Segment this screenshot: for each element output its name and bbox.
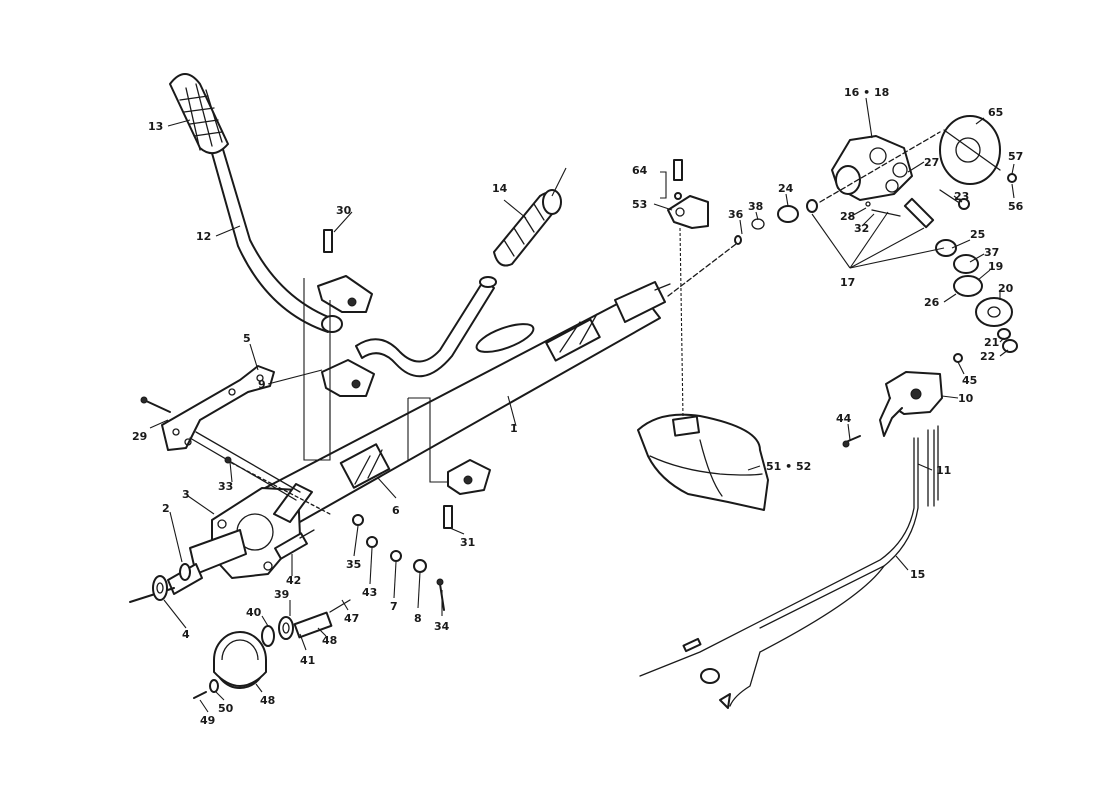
callout-26: 26 (924, 296, 940, 309)
callout-48-upper: 48 (322, 634, 337, 647)
handle-bar-right (355, 276, 497, 378)
blade-hardware (193, 599, 351, 699)
throttle-screw (842, 435, 861, 448)
callout-6: 6 (392, 504, 400, 517)
drive-shaft-parts (865, 197, 1018, 353)
handle-clamp-upper (317, 229, 373, 313)
callout-40: 40 (246, 606, 262, 619)
callout-1: 1 (510, 422, 518, 435)
engine-assembly (831, 135, 913, 201)
callout-56: 56 (1008, 200, 1024, 213)
callout-38: 38 (748, 200, 763, 213)
callout-leaders (149, 97, 1015, 713)
handle-clamp-lower (321, 359, 375, 397)
throttle-cable (639, 425, 939, 709)
callout-12: 12 (196, 230, 211, 243)
callout-65: 65 (988, 106, 1003, 119)
callout-53: 53 (632, 198, 647, 211)
callout-29: 29 (132, 430, 147, 443)
callout-10: 10 (958, 392, 974, 405)
callout-31: 31 (460, 536, 475, 549)
callout-19: 19 (988, 260, 1003, 273)
callout-8: 8 (414, 612, 422, 625)
callout-30: 30 (336, 204, 352, 217)
callout-34: 34 (434, 620, 450, 633)
shaft-clamp (339, 443, 391, 489)
callout-45: 45 (962, 374, 977, 387)
callout-9: 9 (258, 378, 266, 391)
small-parts (224, 456, 445, 611)
callout-21: 21 (984, 336, 999, 349)
callout-4: 4 (182, 628, 190, 641)
callout-43: 43 (362, 586, 377, 599)
callout-42: 42 (286, 574, 301, 587)
coupling-parts (667, 131, 941, 297)
shaft-mount-clamp (443, 459, 491, 529)
callout-11: 11 (936, 464, 951, 477)
callout-22: 22 (980, 350, 995, 363)
callout-64: 64 (632, 164, 648, 177)
callout-24: 24 (778, 182, 794, 195)
washer (152, 575, 168, 601)
blade-cup (213, 631, 267, 689)
callout-2: 2 (162, 502, 170, 515)
nut (179, 563, 191, 581)
callout-35: 35 (346, 558, 361, 571)
callout-57: 57 (1008, 150, 1023, 163)
callout-17: 17 (840, 276, 855, 289)
clamp-bolt (274, 529, 315, 560)
callout-48-lower: 48 (260, 694, 275, 707)
callout-5: 5 (243, 332, 251, 345)
callout-36: 36 (728, 208, 744, 221)
callout-51-52: 51 • 52 (766, 460, 811, 473)
callout-20: 20 (998, 282, 1014, 295)
callout-47: 47 (344, 612, 359, 625)
callout-7: 7 (390, 600, 398, 613)
callout-44: 44 (836, 412, 852, 425)
callout-13: 13 (148, 120, 163, 133)
bracket-bolt (140, 396, 171, 413)
grip-left (169, 73, 229, 155)
callout-labels: 13 12 30 14 5 9 29 1 33 3 2 4 6 31 35 43… (132, 86, 1024, 727)
callout-39: 39 (274, 588, 289, 601)
callout-23: 23 (954, 190, 969, 203)
clutch-drum (939, 115, 1001, 185)
handle-bar (209, 145, 343, 333)
guard-mount-bracket (667, 195, 709, 229)
callout-32: 32 (854, 222, 869, 235)
callout-14: 14 (492, 182, 508, 195)
callout-49: 49 (200, 714, 215, 727)
guard-mount-bolt (673, 159, 683, 200)
callout-41: 41 (300, 654, 315, 667)
callout-15: 15 (910, 568, 925, 581)
throttle-housing (879, 353, 963, 437)
callout-50: 50 (218, 702, 234, 715)
callout-25: 25 (970, 228, 985, 241)
callout-16-18: 16 • 18 (844, 86, 889, 99)
callout-28: 28 (840, 210, 855, 223)
callout-3: 3 (182, 488, 190, 501)
engine-fasteners (939, 173, 1017, 210)
callout-33: 33 (218, 480, 233, 493)
callout-27: 27 (924, 156, 939, 169)
blade-guard (637, 413, 769, 511)
callout-37: 37 (984, 246, 999, 259)
grip-right (493, 189, 562, 267)
